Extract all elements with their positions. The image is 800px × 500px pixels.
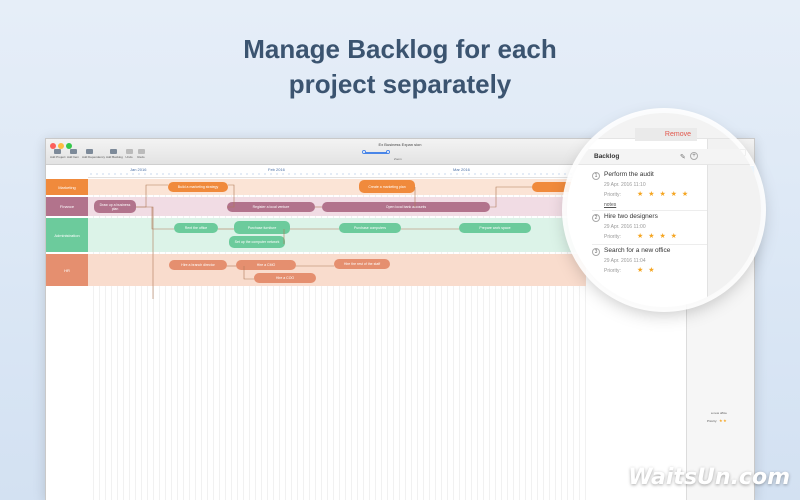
lane-hr: HR Hire a branch director Hire a CMO Hir… bbox=[46, 254, 586, 286]
zoom-window-button[interactable] bbox=[66, 143, 72, 149]
zoom-slider[interactable] bbox=[362, 150, 390, 154]
magnifier-right-strip bbox=[707, 139, 761, 307]
month-label: Mar 2016 bbox=[453, 167, 470, 172]
headline-line-1: Manage Backlog for each bbox=[243, 34, 557, 64]
backlog-item-number: 3 bbox=[592, 248, 600, 256]
task-bar[interactable]: Hire a COO bbox=[254, 273, 316, 283]
headline-line-2: project separately bbox=[288, 69, 512, 99]
month-label: Feb 2016 bbox=[268, 167, 285, 172]
lane-label[interactable]: Marketing bbox=[46, 179, 88, 195]
lane-administration: Administration Rent the office Purchase … bbox=[46, 218, 586, 252]
task-bar[interactable]: Prepare work space bbox=[459, 223, 531, 233]
backlog-divider bbox=[592, 210, 707, 211]
task-bar[interactable] bbox=[532, 182, 586, 192]
minimize-window-button[interactable] bbox=[58, 143, 64, 149]
backlog-item-date: 29 Apr. 2016 11:00 bbox=[604, 224, 646, 230]
backlog-item-priority-stars[interactable]: ★ ★ ★ ★ bbox=[637, 233, 679, 240]
add-item-icon bbox=[69, 149, 77, 154]
side-office-text: a new office bbox=[711, 411, 727, 415]
task-bar[interactable]: Register a local venture bbox=[227, 202, 315, 212]
add-dependency-button[interactable]: Add Dependency bbox=[82, 149, 105, 163]
task-bar[interactable]: Build a marketing strategy bbox=[168, 182, 228, 192]
close-window-button[interactable] bbox=[50, 143, 56, 149]
backlog-item-priority-label: Priority: bbox=[604, 192, 621, 198]
watermark: WaitsUn.com bbox=[628, 465, 790, 490]
backlog-item-number: 2 bbox=[592, 214, 600, 222]
backlog-header bbox=[567, 149, 761, 165]
backlog-item-title[interactable]: Perform the audit bbox=[604, 171, 654, 178]
undo-button[interactable]: Undo bbox=[122, 149, 136, 163]
task-bar[interactable]: Hire a branch director bbox=[169, 260, 227, 270]
add-project-icon bbox=[53, 149, 61, 154]
backlog-item-notes-link[interactable]: notes bbox=[604, 202, 617, 208]
lane-label[interactable]: Finance bbox=[46, 197, 88, 216]
task-bar[interactable]: Set up the computer network bbox=[229, 236, 285, 248]
backlog-item-title[interactable]: Search for a new office bbox=[604, 247, 671, 254]
add-item-button[interactable]: Add Item bbox=[66, 149, 80, 163]
add-backlog-item-icon[interactable]: + bbox=[690, 152, 698, 160]
month-label: Jan 2016 bbox=[130, 167, 147, 172]
timescale: Jan 2016 Feb 2016 Mar 2016 bbox=[88, 166, 588, 178]
backlog-item-priority-stars[interactable]: ★ ★ ★ ★ ★ bbox=[637, 191, 690, 198]
backlog-item-priority-label: Priority: bbox=[604, 268, 621, 274]
zoom-label: Zoom bbox=[394, 157, 402, 161]
backlog-item-title[interactable]: Hire two designers bbox=[604, 213, 658, 220]
add-backlog-button[interactable]: Add Backlog bbox=[106, 149, 123, 163]
backlog-item-date: 29 Apr. 2016 11:10 bbox=[604, 182, 646, 188]
side-priority-stars: ★★ bbox=[719, 418, 728, 423]
zoom-slider-knob-end[interactable] bbox=[386, 150, 390, 154]
task-bar[interactable]: Hire a CMO bbox=[236, 260, 296, 270]
task-bar[interactable]: Draw up a business plan bbox=[94, 200, 136, 213]
window-title: Ex Business Expan sion bbox=[378, 142, 422, 147]
headline: Manage Backlog for each project separate… bbox=[0, 32, 800, 102]
task-bar[interactable]: Open local bank accounts bbox=[322, 202, 490, 212]
backlog-title: Backlog bbox=[594, 153, 620, 160]
backlog-item-number: 1 bbox=[592, 172, 600, 180]
backlog-divider bbox=[592, 244, 707, 245]
redo-icon bbox=[137, 149, 145, 154]
pencil-icon[interactable]: ✎ bbox=[680, 154, 686, 161]
backlog-item-priority-stars[interactable]: ★ ★ bbox=[637, 267, 656, 274]
lane-finance: Finance Draw up a business plan Register… bbox=[46, 197, 586, 216]
zoom-slider-knob-start[interactable] bbox=[362, 150, 366, 154]
task-bar[interactable]: Purchase computers bbox=[339, 223, 401, 233]
day-ticks bbox=[88, 173, 588, 175]
side-priority-text: Priority: bbox=[707, 419, 718, 423]
add-dependency-icon bbox=[85, 149, 93, 154]
lane-label[interactable]: Administration bbox=[46, 218, 88, 252]
remove-button[interactable]: Remove bbox=[635, 128, 697, 141]
task-bar[interactable]: Purchase furniture bbox=[234, 221, 290, 234]
add-project-button[interactable]: Add Project bbox=[50, 149, 66, 163]
undo-icon bbox=[125, 149, 133, 154]
task-bar[interactable]: Rent the office bbox=[174, 223, 218, 233]
task-bar[interactable]: Hire the rest of the staff bbox=[334, 259, 390, 269]
lane-label[interactable]: HR bbox=[46, 254, 88, 286]
backlog-item-date: 29 Apr. 2016 11:04 bbox=[604, 258, 646, 264]
task-bar[interactable]: Create a marketing plan bbox=[359, 180, 415, 193]
dependency-links bbox=[136, 184, 532, 299]
redo-button[interactable]: Redo bbox=[134, 149, 148, 163]
backlog-item-priority-label: Priority: bbox=[604, 234, 621, 240]
lane-marketing: Marketing Build a marketing strategy Cre… bbox=[46, 179, 586, 195]
backlog-magnifier: Remove Backlog ✎ + 1 Perform the audit 2… bbox=[567, 113, 761, 307]
add-backlog-icon bbox=[109, 149, 117, 154]
